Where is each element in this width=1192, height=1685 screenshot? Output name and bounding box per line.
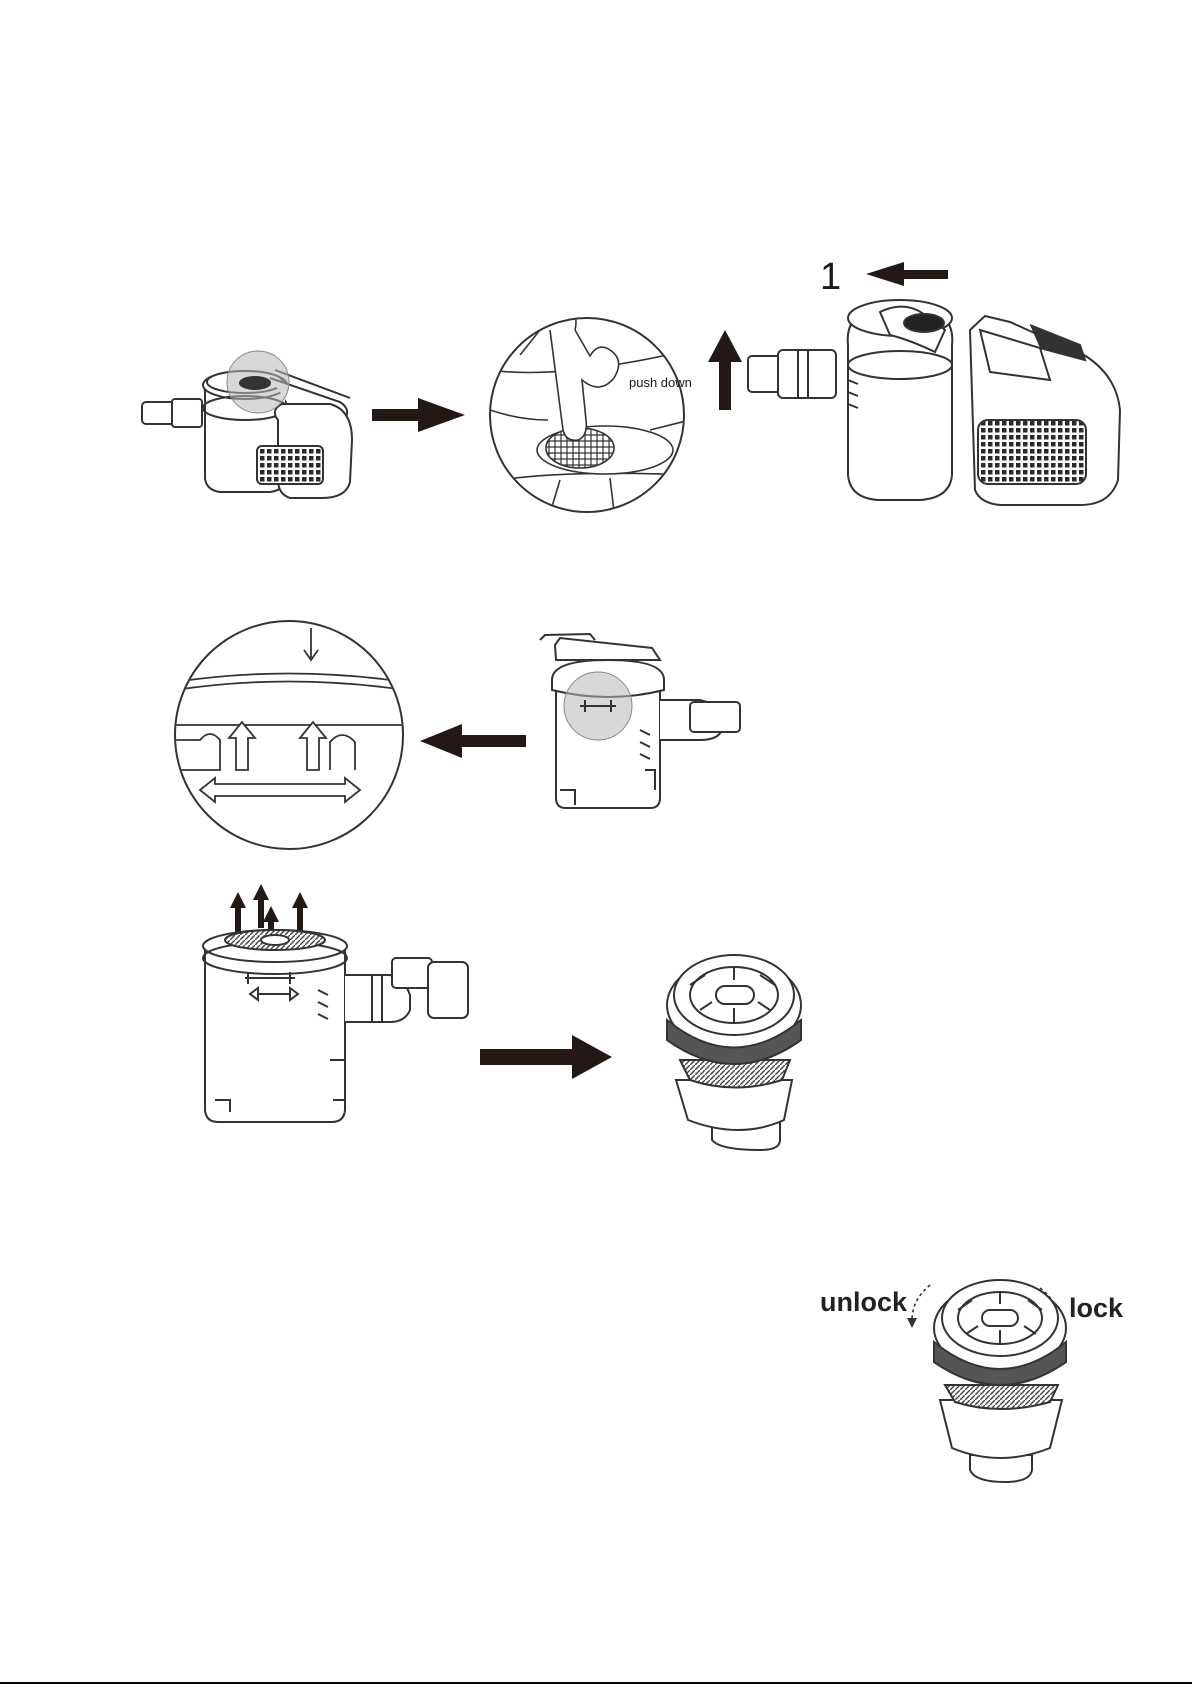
unlock-label: unlock bbox=[820, 1289, 907, 1316]
lock-tab-detail-illustration bbox=[175, 621, 405, 849]
arrow-left-step2-icon bbox=[420, 724, 526, 758]
page-bottom-rule bbox=[0, 1682, 1192, 1684]
arrow-right-step1-icon bbox=[372, 398, 465, 432]
filter-lock-illustration bbox=[934, 1280, 1066, 1482]
push-down-detail-illustration bbox=[490, 300, 690, 520]
arrow-right-step3-icon bbox=[480, 1035, 612, 1079]
lock-label: lock bbox=[1069, 1295, 1123, 1322]
push-down-label: push down bbox=[629, 376, 692, 389]
vacuum-unit-small-illustration bbox=[142, 351, 352, 498]
filter-assembly-illustration bbox=[667, 955, 801, 1150]
arrow-up-icon bbox=[708, 330, 742, 410]
dust-bin-removing-filter-illustration bbox=[203, 930, 468, 1122]
unlock-rotation-arrow-icon bbox=[907, 1285, 930, 1328]
dust-bin-open-lid-illustration bbox=[540, 634, 740, 808]
arrow-left-step1-icon bbox=[866, 262, 948, 286]
vacuum-separated-illustration bbox=[748, 300, 1120, 505]
step-number-label: 1 bbox=[820, 258, 841, 296]
